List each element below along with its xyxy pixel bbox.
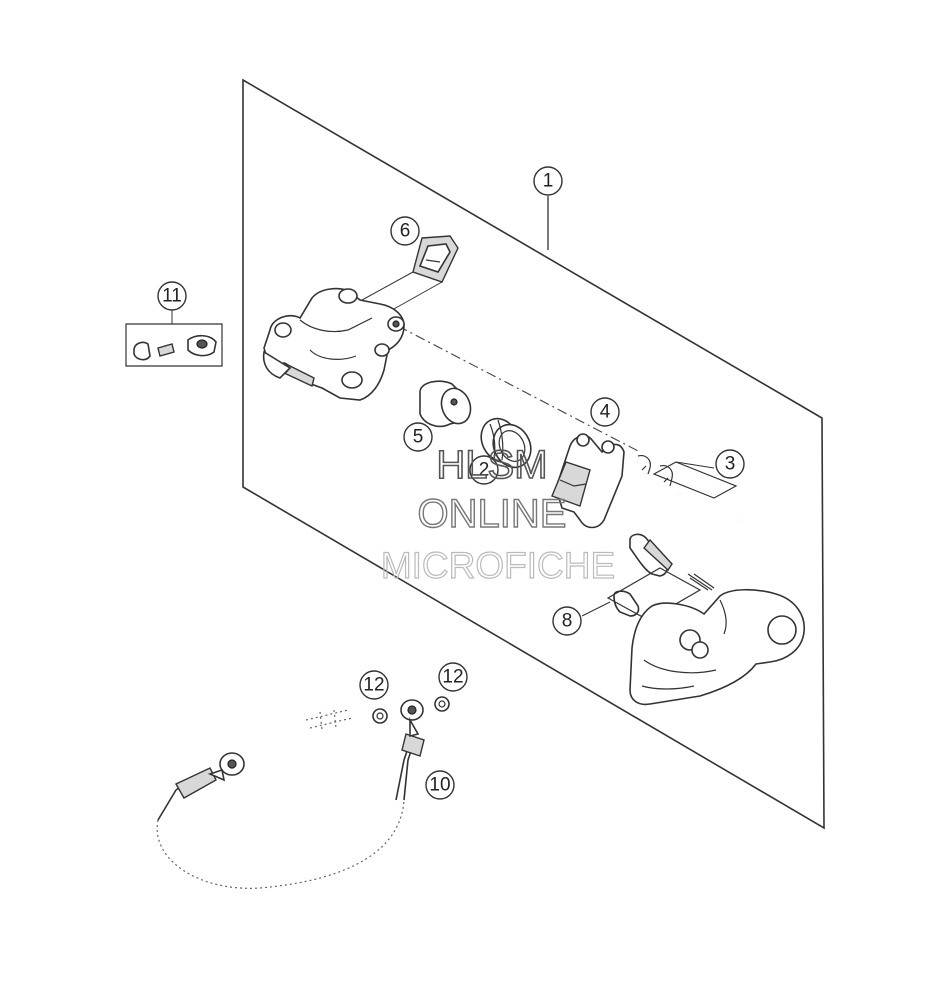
caliper-bracket (629, 588, 805, 706)
callout-1-label: 1 (543, 171, 554, 192)
watermark: HLSM ONLINE MICROFICHE (380, 442, 616, 586)
bleeder-kit (125, 310, 223, 367)
pad-retainer-plate (361, 235, 459, 311)
watermark-line-1: HLSM (436, 443, 547, 487)
piston-seal (480, 417, 532, 469)
callout-4-label: 4 (600, 402, 611, 423)
callout-11-label: 11 (162, 286, 182, 307)
callout-8-label: 8 (562, 611, 573, 632)
callout-4: 4 (590, 397, 620, 427)
callout-12-right: 12 (438, 662, 468, 692)
callout-12-right-label: 12 (442, 667, 463, 688)
callout-12-left: 12 (359, 670, 389, 700)
caliper-body (262, 287, 405, 401)
watermark-line-3: MICROFICHE (381, 545, 615, 586)
callout-2: 2 (469, 455, 499, 485)
leader-line-6 (361, 271, 414, 301)
callout-6: 6 (390, 216, 420, 246)
piston (419, 380, 472, 428)
sealing-washers (372, 696, 450, 724)
callout-5: 5 (403, 422, 433, 452)
callout-2-label: 2 (479, 460, 490, 481)
callout-10-label: 10 (429, 775, 450, 796)
callout-3: 3 (675, 449, 745, 479)
callout-8: 8 (552, 601, 611, 636)
watermark-line-2: ONLINE (418, 492, 567, 536)
callout-12-left-label: 12 (363, 675, 384, 696)
pad-pin-and-clips (637, 455, 741, 522)
slide-bolts (606, 533, 715, 621)
callout-11: 11 (157, 281, 187, 311)
brake-pads (551, 433, 625, 529)
brake-hose (156, 699, 425, 889)
callout-5-label: 5 (413, 427, 424, 448)
assembly-axis-line (397, 325, 641, 453)
callout-6-label: 6 (400, 221, 411, 242)
callout-1: 1 (533, 166, 563, 196)
leader-line-6b (391, 281, 443, 311)
callout-3-label: 3 (725, 454, 736, 475)
callout-10: 10 (425, 770, 455, 800)
